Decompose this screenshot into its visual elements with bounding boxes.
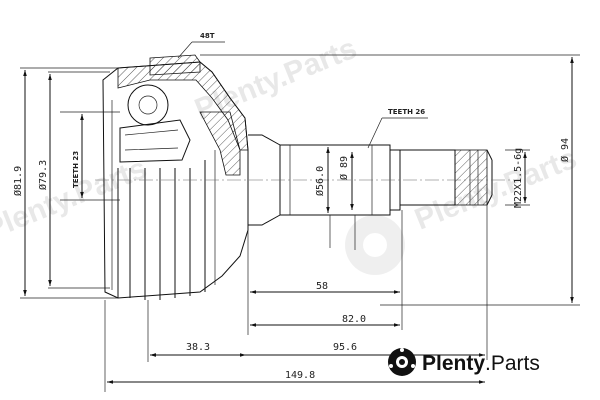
brand-suffix: .Parts	[485, 352, 540, 375]
dim-thread-m22: M22X1.5-6g	[513, 148, 524, 208]
housing-inner-hatch	[199, 111, 241, 176]
vertical-dimensions: Ø81.9 Ø79.3 TEETH 23 Ø56.0 Ø 89 M22X1.5-…	[12, 57, 574, 303]
watermark-logo	[363, 233, 387, 257]
label-teeth-23: TEETH 23	[72, 151, 80, 188]
dim-diameter-56: Ø56.0	[314, 166, 326, 196]
svg-text:Plenty.Parts: Plenty.Parts	[422, 352, 540, 375]
extension-lines	[20, 54, 580, 392]
dim-length-82: 82.0	[342, 314, 366, 325]
shaft-stem	[248, 134, 493, 226]
ball-cage-circle	[127, 84, 169, 126]
outer-joint-housing	[102, 54, 249, 300]
dim-length-58: 58	[316, 281, 328, 292]
thread-hatch	[454, 149, 488, 206]
brand-logo: Plenty.Parts	[388, 348, 540, 376]
dim-length-149-8: 149.8	[285, 370, 315, 381]
leader-labels: 48T TEETH 26	[177, 32, 428, 149]
dim-diameter-81-9: Ø81.9	[12, 166, 24, 196]
dim-length-38-3: 38.3	[186, 342, 210, 353]
brand-name: Plenty	[422, 352, 485, 375]
abs-ring-hatch	[149, 54, 201, 76]
dim-diameter-89: Ø 89	[338, 156, 350, 180]
ball-cage-inner	[138, 95, 158, 115]
dim-diameter-79-3: Ø79.3	[37, 160, 49, 190]
watermark-text: Plenty.Parts	[410, 142, 581, 237]
label-teeth-26: TEETH 26	[388, 108, 425, 116]
dim-diameter-94: Ø 94	[559, 138, 571, 162]
horizontal-dimensions: 58 82.0 38.3 95.6 149.8	[107, 281, 485, 384]
label-48t: 48T	[200, 32, 215, 40]
dim-length-95-6: 95.6	[333, 342, 357, 353]
